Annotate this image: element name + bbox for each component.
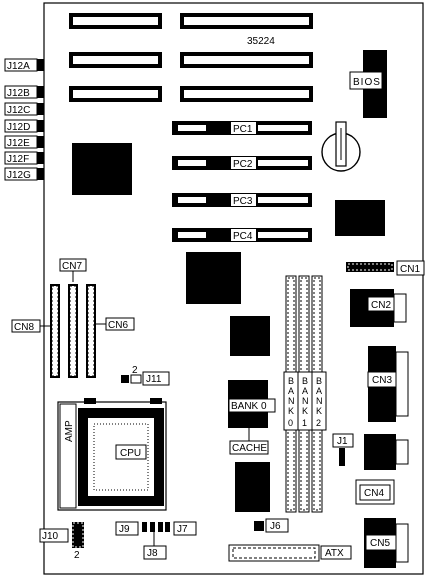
battery xyxy=(321,121,361,172)
simm-sockets: B A N K 0 B A N K 1 B A N K 2 xyxy=(283,275,327,513)
jumper-j10-label: J10 xyxy=(42,531,59,542)
bank0-chip-label: BANK 0 xyxy=(231,401,267,412)
j11-pin-marker: 2 xyxy=(132,365,138,376)
j10-pin-marker: 2 xyxy=(74,550,80,561)
svg-text:N: N xyxy=(302,396,309,406)
connector-cn3-label: CN3 xyxy=(372,375,392,386)
svg-text:2: 2 xyxy=(316,418,321,428)
jumper-j1-label: J1 xyxy=(337,436,348,447)
svg-text:K: K xyxy=(288,406,294,416)
svg-text:A: A xyxy=(316,386,322,396)
jumper-j11: 2 J11 xyxy=(121,365,170,386)
jumper-j10: J10 2 xyxy=(39,522,84,561)
memory-chip xyxy=(235,462,270,512)
bank-label-0: B xyxy=(288,376,294,386)
jumper-j6-label: J6 xyxy=(270,521,281,532)
jumper-label-j12g: J12G xyxy=(7,170,31,181)
connector-block xyxy=(364,434,396,470)
cache-label: CACHE xyxy=(232,443,267,454)
pci-slot-1: PC1 xyxy=(233,124,253,135)
connector-cn3: CN3 xyxy=(367,346,409,422)
jumper-label-j12c: J12C xyxy=(7,105,30,116)
connector-cn2: CN2 xyxy=(350,289,407,327)
cpu-amp-label: AMP xyxy=(64,420,75,442)
connector-atx-label: ATX xyxy=(325,548,344,559)
board-number: 35224 xyxy=(247,36,275,47)
connector-atx: ATX xyxy=(228,544,352,562)
jumper-group-j7-j9: J9 J7 J8 xyxy=(115,521,197,560)
jumper-label-j12a: J12A xyxy=(7,61,30,72)
north-bridge-chip xyxy=(186,252,241,304)
jumper-j8-label: J8 xyxy=(147,548,158,559)
connector-cn6-label: CN6 xyxy=(108,320,128,331)
jumper-j9-label: J9 xyxy=(119,524,130,535)
pci-slot-4: PC4 xyxy=(233,231,253,242)
svg-text:K: K xyxy=(316,406,322,416)
chip-small xyxy=(230,316,270,356)
cpu-socket: AMP CPU xyxy=(57,398,167,511)
cpu-label: CPU xyxy=(120,448,141,459)
bios-chip: BIOS xyxy=(349,50,387,118)
connector-cn7-label: CN7 xyxy=(62,261,82,272)
jumper-label-j12b: J12B xyxy=(7,88,30,99)
connector-cn2-label: CN2 xyxy=(371,300,391,311)
pci-slot-3: PC3 xyxy=(233,196,253,207)
connector-cn4-label: CN4 xyxy=(364,488,384,499)
bank-label-2: B xyxy=(316,376,322,386)
chipset-chip xyxy=(72,143,132,195)
svg-text:A: A xyxy=(302,386,308,396)
connector-cn5-label: CN5 xyxy=(370,538,390,549)
io-chip xyxy=(335,200,385,236)
connector-cn4: CN4 xyxy=(355,479,395,505)
connector-cn1: CN1 xyxy=(346,260,425,276)
connector-cn5: CN5 xyxy=(364,518,409,568)
jumper-j6: J6 xyxy=(254,518,289,533)
jumper-group-j12: J12A J12B J12C J12D J12E J12F J12G xyxy=(4,58,44,181)
jumper-j7-label: J7 xyxy=(177,524,188,535)
svg-text:K: K xyxy=(302,406,308,416)
cache-chip: BANK 0 CACHE xyxy=(228,380,276,455)
connector-cn8-label: CN8 xyxy=(14,322,34,333)
connector-cn1-label: CN1 xyxy=(400,264,420,275)
svg-text:0: 0 xyxy=(288,418,293,428)
svg-text:1: 1 xyxy=(302,418,307,428)
svg-text:N: N xyxy=(288,396,295,406)
ide-connectors: CN7 CN8 CN6 xyxy=(11,258,135,378)
isa-slots xyxy=(69,13,313,102)
bank-label-1: B xyxy=(302,376,308,386)
jumper-label-j12f: J12F xyxy=(7,154,29,165)
jumper-label-j12e: J12E xyxy=(7,138,30,149)
pci-slot-2: PC2 xyxy=(233,159,253,170)
svg-text:N: N xyxy=(316,396,323,406)
svg-text:A: A xyxy=(288,386,294,396)
jumper-j1: J1 xyxy=(332,433,354,466)
pci-slots: PC1 PC2 PC3 PC4 xyxy=(172,121,312,242)
bios-label: BIOS xyxy=(353,77,381,88)
jumper-j11-label: J11 xyxy=(146,374,162,385)
jumper-label-j12d: J12D xyxy=(7,122,30,133)
